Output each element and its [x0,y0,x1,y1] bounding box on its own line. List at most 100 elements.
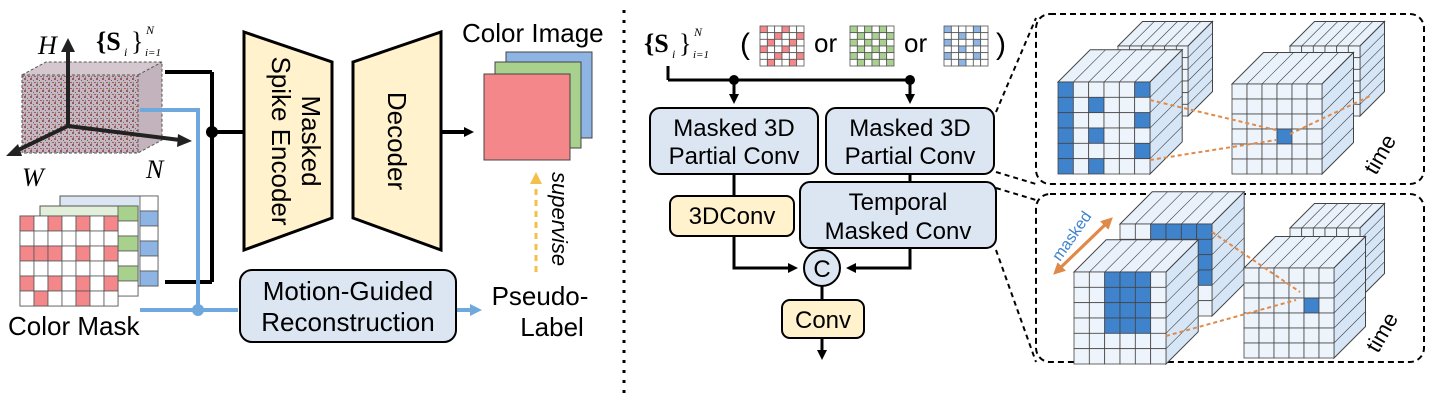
cube-cell [1104,348,1121,365]
cube-cell [1088,81,1105,98]
cube-cell [1306,113,1323,130]
mask-cell [943,32,952,40]
cube-cell [1119,271,1136,288]
mask-cell [89,275,105,292]
connector-lines [165,70,244,284]
mask-cell [958,52,967,60]
conv3d-label: 3DConv [689,203,776,230]
cube-cell [1246,98,1263,115]
cube-line [1246,52,1279,85]
axis-w-label: W [22,163,46,192]
cube-line [1103,49,1137,83]
cube-cell [1119,317,1136,334]
spike-set-close-right: } [679,29,691,58]
cube-cell [1134,142,1151,160]
color-image-stack [483,51,593,161]
cube-cell [1134,112,1151,129]
cube-cell [1276,158,1293,175]
spike-set-notation-left: {S i } N i=1 [96,23,161,59]
cube-cell [1318,327,1335,344]
cube-line [1089,239,1122,273]
mask-cell [33,230,49,247]
masked-spike-encoder: Masked Spike Encoder [242,29,334,253]
mask-cell [980,38,989,47]
cube-line [1165,285,1199,319]
mask-cell [980,25,989,34]
cube-cell [1118,96,1136,114]
cube-cell [1231,158,1248,175]
mask-cell [878,58,888,67]
cube-cell [1318,342,1335,359]
mask-cell [849,45,858,54]
mask-cell [972,58,982,67]
mask-cell [33,290,49,307]
mask-cell [965,25,974,34]
mask-cell [766,45,776,54]
mask-cell [980,52,989,60]
temporal-masked-conv-box: Temporal Masked Conv [799,181,997,249]
cube-cell [1258,282,1275,299]
cube-cell [1057,142,1074,160]
mask-cell [47,230,63,247]
cube-cell [1104,332,1121,350]
mask-cell [849,25,858,34]
temporal-line1: Temporal [849,189,948,216]
cube-cell [1231,98,1248,115]
partial2-line1: Masked 3D [849,115,970,142]
mask-cell [75,260,91,277]
cube-cell [1150,332,1167,350]
cube-cell [1150,317,1167,334]
spike-set-sub-i-right: i [672,47,675,61]
mask-cell [774,58,783,67]
spike-set-notation-right: {S i } N i=1 [644,25,709,61]
cube-cell [1150,286,1167,304]
mask-cell [103,245,119,262]
cube-cell [1291,98,1308,115]
mask-cell [139,240,159,257]
mask-cell [759,52,768,60]
partial1-line2: Partial Conv [669,143,800,170]
mask-cell [766,58,776,67]
cube-cell [1273,282,1290,299]
mask-cell [965,32,974,40]
cube-cell [1306,143,1323,160]
cube-cell [1303,327,1320,344]
mask-cell [759,58,768,67]
mask-cell [943,45,952,54]
left-panel: H W N {S i } N i=1 Color Mask [6,18,604,343]
cube-cell [1103,142,1120,160]
decoder-label: Decoder [382,92,412,191]
mask-tile-green [849,25,895,67]
mask-cell [950,38,960,47]
cube-cell [1243,342,1260,359]
cube-line [1301,21,1327,47]
cube-cell [1134,81,1151,98]
cube-cell [1180,223,1198,240]
cube-line [1301,203,1327,229]
cube-line [1336,203,1362,229]
mask-cell [89,215,105,232]
cube-cell [1118,142,1136,160]
cube-line [1134,49,1168,83]
cube-cell [1119,302,1136,319]
mask-cell [856,58,866,67]
cube-cell [1246,83,1263,100]
cube-cell [1134,96,1151,114]
cube-line [1129,21,1155,47]
mask-cell [788,38,798,47]
mask-cell [103,290,119,307]
cube-cell [1243,327,1260,344]
mask-cell [871,25,880,34]
or-text-1: or [814,28,837,58]
cube-cell [1134,348,1152,365]
mask-cell [117,220,139,237]
cube-line [1261,52,1294,85]
mask-cell [781,58,790,67]
cube-cell [1134,317,1152,334]
mask-cell [958,58,967,67]
cube-line [1321,82,1354,115]
mask-tile-blue [943,25,989,67]
cube-cell [1261,98,1278,115]
cube-cell [1057,127,1074,144]
cube-cell [1258,342,1275,359]
